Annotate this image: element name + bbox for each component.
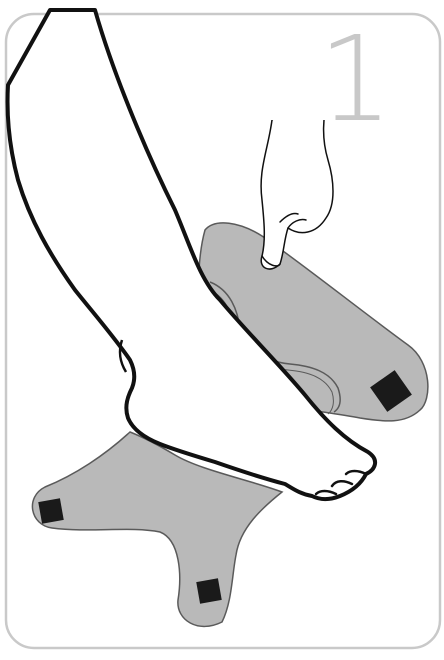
electrode-pad-left <box>38 498 63 523</box>
step-number: 1 <box>318 24 388 134</box>
electrode-pad-bottom <box>196 578 221 603</box>
